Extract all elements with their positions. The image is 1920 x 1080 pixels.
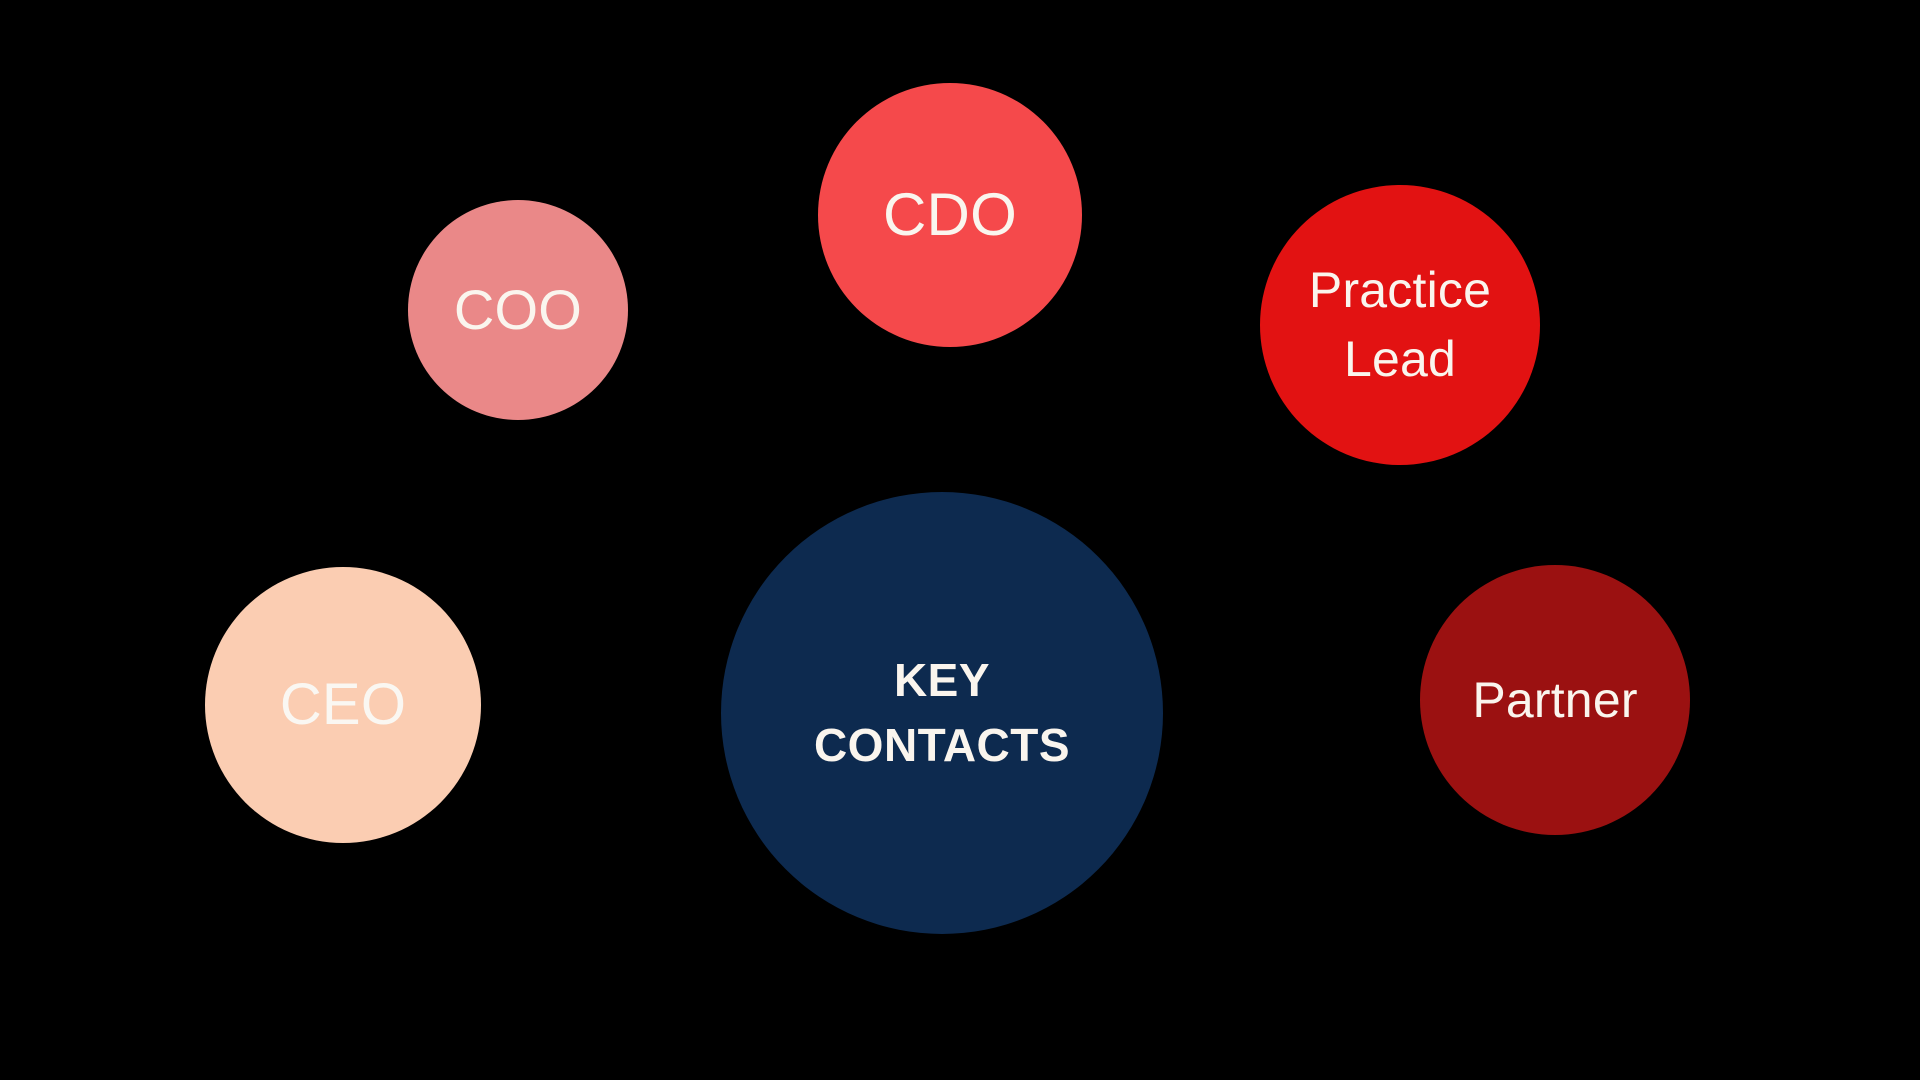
circle-node-coo-label: COO (453, 277, 583, 341)
circle-node-practice-lead-label: Practice Lead (1308, 262, 1492, 387)
circle-node-partner[interactable]: Partner (1420, 565, 1690, 835)
circle-node-ceo-label: CEO (279, 671, 407, 737)
circle-node-cdo-label: CDO (883, 180, 1017, 248)
circle-node-ceo[interactable]: CEO (205, 567, 481, 843)
circle-node-key-contacts-label: KEY CONTACTS (813, 653, 1071, 771)
circle-node-practice-lead[interactable]: Practice Lead (1260, 185, 1540, 465)
circle-node-partner-label: Partner (1472, 671, 1638, 728)
circle-node-coo[interactable]: COO (408, 200, 628, 420)
circle-node-key-contacts[interactable]: KEY CONTACTS (721, 492, 1163, 934)
circle-node-cdo[interactable]: CDO (818, 83, 1082, 347)
